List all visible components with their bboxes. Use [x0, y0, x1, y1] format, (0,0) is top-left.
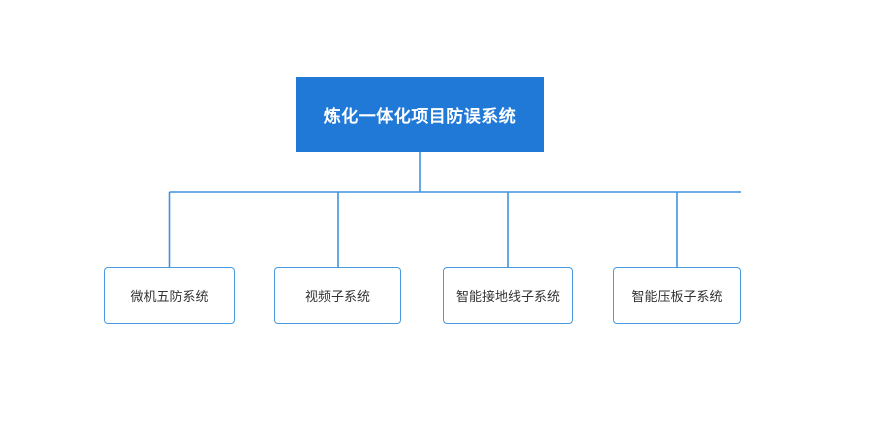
- child-node-3-label: 智能接地线子系统: [455, 289, 560, 304]
- child-node-2-label: 视频子系统: [304, 289, 370, 304]
- child-node-1[interactable]: 微机五防系统: [104, 267, 235, 324]
- child-node-2[interactable]: 视频子系统: [274, 267, 401, 324]
- child-node-4[interactable]: 智能压板子系统: [613, 267, 741, 324]
- root-node[interactable]: 炼化一体化项目防误系统: [296, 77, 544, 152]
- root-node-label: 炼化一体化项目防误系统: [323, 107, 517, 126]
- child-node-1-label: 微机五防系统: [130, 289, 209, 304]
- child-node-3[interactable]: 智能接地线子系统: [443, 267, 573, 324]
- child-node-4-label: 智能压板子系统: [631, 289, 723, 304]
